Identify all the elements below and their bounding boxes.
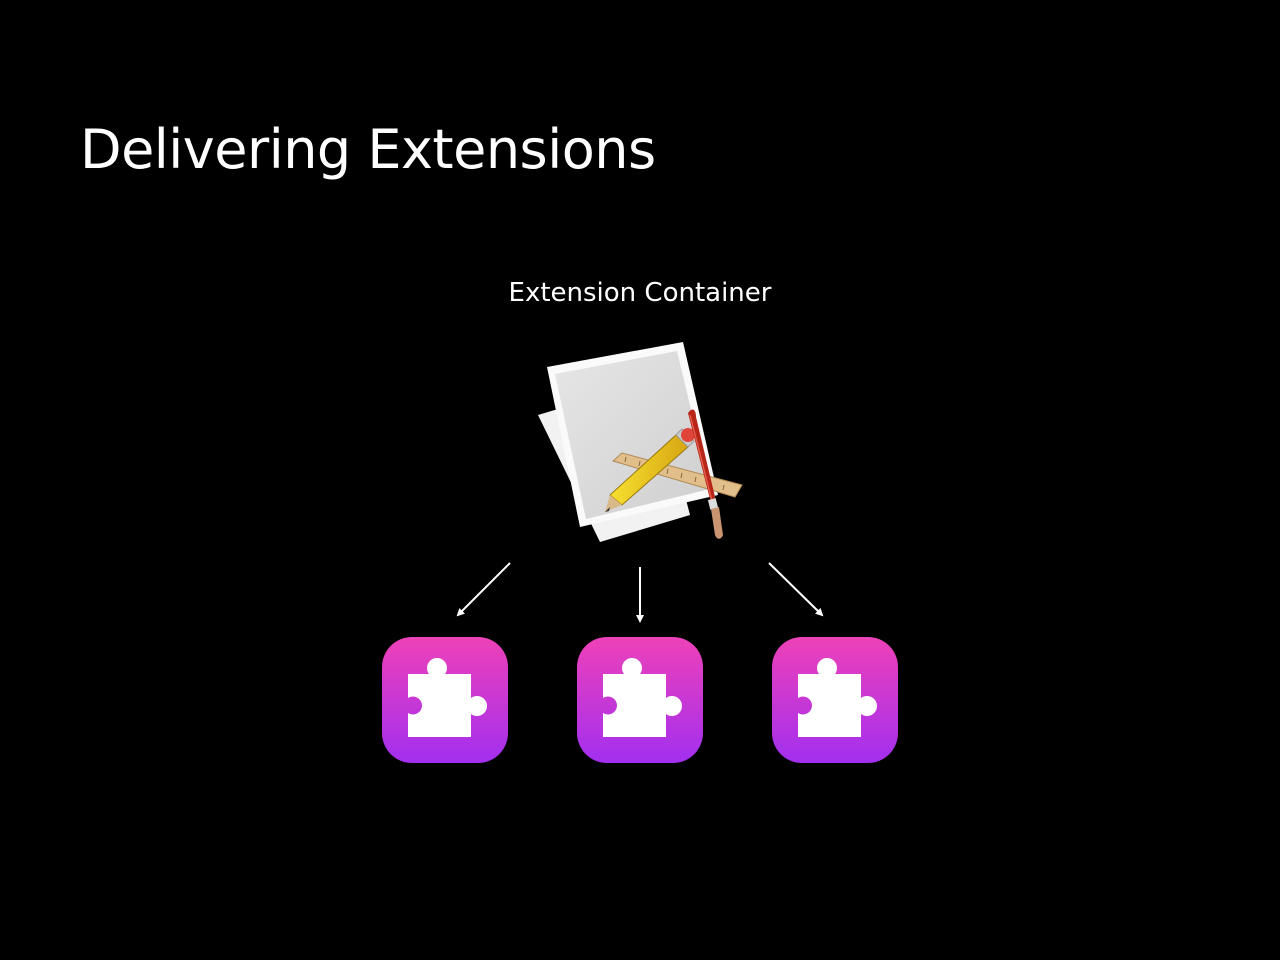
slide-title: Delivering Extensions: [80, 118, 656, 181]
arrow-left: [456, 562, 511, 617]
extension-icon-1: [382, 637, 508, 763]
extension-icon-2: [577, 637, 703, 763]
extension-container-label: Extension Container: [508, 278, 772, 308]
extension-icon-3: [772, 637, 898, 763]
puzzle-piece-icon: [798, 658, 877, 737]
arrow-right: [768, 562, 824, 617]
puzzle-piece-icon: [408, 658, 487, 737]
puzzle-piece-icon: [603, 658, 682, 737]
document-with-pencil-ruler-brush-icon: [530, 335, 760, 550]
